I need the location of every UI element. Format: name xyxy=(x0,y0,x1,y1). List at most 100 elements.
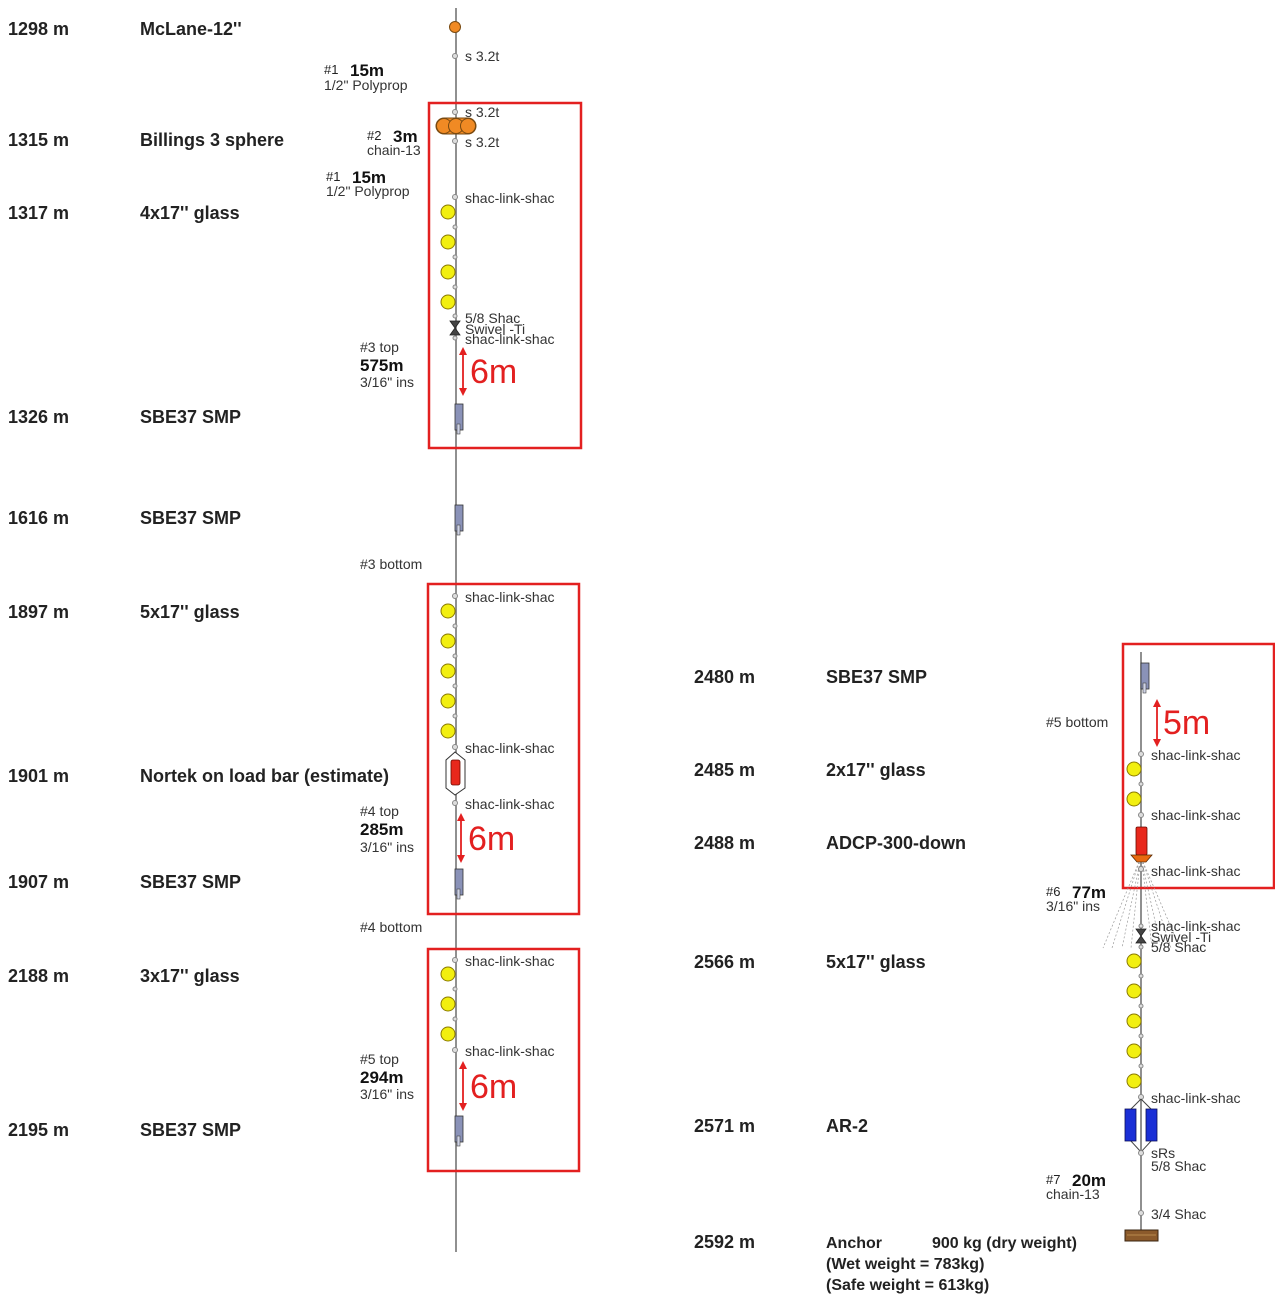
acoustic-release-icon xyxy=(1124,1108,1137,1142)
shackle-icon xyxy=(452,254,458,260)
segment-length: 15m xyxy=(352,168,386,187)
hardware-label: shac-link-shac xyxy=(1151,918,1240,934)
instrument-name: Anchor xyxy=(826,1235,882,1252)
segment-bottom-label: #5 bottom xyxy=(1046,714,1108,730)
hardware-label: shac-link-shac xyxy=(465,953,554,969)
hardware-label: 5/8 Shac xyxy=(465,310,520,326)
glass-float-icon xyxy=(440,693,456,709)
segment-length: 285m xyxy=(360,820,403,839)
highlight-box-1 xyxy=(427,101,583,450)
hardware-label: shac-link-shac xyxy=(1151,863,1240,879)
hardware-label: Swivel -Ti xyxy=(1151,929,1211,945)
instrument-name: SBE37 SMP xyxy=(826,667,927,687)
hardware-label: s 3.2t xyxy=(465,48,499,64)
shackle-icon xyxy=(452,593,458,599)
span-label: 5m xyxy=(1163,704,1210,742)
hardware-label: shac-link-shac xyxy=(1151,1090,1240,1106)
segment-top-label: #5 top xyxy=(360,1051,399,1067)
depth-label: 2592 m xyxy=(694,1232,755,1252)
glass-float-icon xyxy=(440,663,456,679)
highlight-box-4 xyxy=(1121,642,1275,890)
segment-length: 3m xyxy=(393,127,418,146)
acoustic-release-icon xyxy=(1145,1108,1158,1142)
shackle-icon xyxy=(1138,1150,1144,1156)
sensor-connector-icon xyxy=(456,423,461,435)
glass-float-icon xyxy=(440,966,456,982)
depth-label: 1907 m xyxy=(8,872,69,892)
hardware-label: s 3.2t xyxy=(465,104,499,120)
hardware-label: 5/8 Shac xyxy=(1151,939,1206,955)
segment-material: 1/2" Polyprop xyxy=(326,183,410,199)
shackle-icon xyxy=(452,1047,458,1053)
glass-float-icon xyxy=(1126,791,1142,807)
segment-material: 3/16" ins xyxy=(1046,898,1100,914)
span-label: 6m xyxy=(470,1068,517,1106)
segment-material: 3/16" ins xyxy=(360,839,414,855)
depth-label: 1901 m xyxy=(8,766,69,786)
segment-length: 77m xyxy=(1072,883,1106,902)
hardware-label: 3/4 Shac xyxy=(1151,1206,1206,1222)
span-label: 6m xyxy=(470,353,517,391)
adcp-head-icon xyxy=(1130,854,1153,863)
segment-material: 3/16" ins xyxy=(360,1086,414,1102)
segment-number: #6 xyxy=(1046,884,1060,899)
instrument-name: 5x17'' glass xyxy=(140,602,240,622)
glass-float-icon xyxy=(440,603,456,619)
shackle-icon xyxy=(452,138,458,144)
depth-label: 1326 m xyxy=(8,407,69,427)
anchor-dry-weight: 900 kg (dry weight) xyxy=(932,1235,1077,1252)
depth-label: 2488 m xyxy=(694,833,755,853)
instrument-name: SBE37 SMP xyxy=(140,407,241,427)
segment-top-label: #3 top xyxy=(360,339,399,355)
hardware-label: sRs xyxy=(1151,1145,1175,1161)
hardware-label: shac-link-shac xyxy=(1151,807,1240,823)
shackle-icon xyxy=(452,109,458,115)
anchor-icon xyxy=(1124,1229,1159,1242)
segment-length: 20m xyxy=(1072,1171,1106,1190)
instrument-name: 4x17'' glass xyxy=(140,203,240,223)
glass-float-icon xyxy=(440,294,456,310)
shackle-icon xyxy=(452,957,458,963)
nortek-icon xyxy=(450,759,461,786)
anchor-safe-weight: (Safe weight = 613kg) xyxy=(826,1277,989,1294)
segment-material: 3/16" ins xyxy=(360,374,414,390)
shackle-icon xyxy=(1138,973,1144,979)
glass-float-icon xyxy=(1126,1073,1142,1089)
segment-number: #1 xyxy=(324,62,338,77)
depth-label: 2566 m xyxy=(694,952,755,972)
segment-bottom-label: #4 bottom xyxy=(360,919,422,935)
hardware-label: shac-link-shac xyxy=(465,1043,554,1059)
anchor-wet-weight: (Wet weight = 783kg) xyxy=(826,1256,984,1273)
segment-length: 15m xyxy=(350,61,384,80)
shackle-icon xyxy=(452,313,458,319)
shackle-icon xyxy=(1138,1063,1144,1069)
shackle-icon xyxy=(1138,1033,1144,1039)
instrument-name: SBE37 SMP xyxy=(140,872,241,892)
mclane-float-icon xyxy=(449,21,461,33)
sensor-connector-icon xyxy=(456,888,461,900)
hardware-label: shac-link-shac xyxy=(465,190,554,206)
shackle-icon xyxy=(1138,1094,1144,1100)
glass-float-icon xyxy=(440,1026,456,1042)
swivel-icon xyxy=(449,320,461,336)
glass-float-icon xyxy=(1126,983,1142,999)
shackle-icon xyxy=(1138,751,1144,757)
segment-material: chain-13 xyxy=(1046,1186,1100,1202)
adcp-icon xyxy=(1135,826,1148,856)
glass-float-icon xyxy=(1126,761,1142,777)
segment-material: chain-13 xyxy=(367,142,421,158)
instrument-name: 5x17'' glass xyxy=(826,952,926,972)
shackle-icon xyxy=(452,800,458,806)
instrument-name: 2x17'' glass xyxy=(826,760,926,780)
shackle-icon xyxy=(1138,923,1144,929)
instrument-name: SBE37 SMP xyxy=(140,1120,241,1140)
shackle-icon xyxy=(452,744,458,750)
shackle-icon xyxy=(452,713,458,719)
shackle-icon xyxy=(1138,812,1144,818)
depth-label: 1616 m xyxy=(8,508,69,528)
glass-float-icon xyxy=(440,633,456,649)
sensor-connector-icon xyxy=(1142,682,1147,694)
glass-float-icon xyxy=(1126,1043,1142,1059)
hardware-label: 5/8 Shac xyxy=(1151,1158,1206,1174)
